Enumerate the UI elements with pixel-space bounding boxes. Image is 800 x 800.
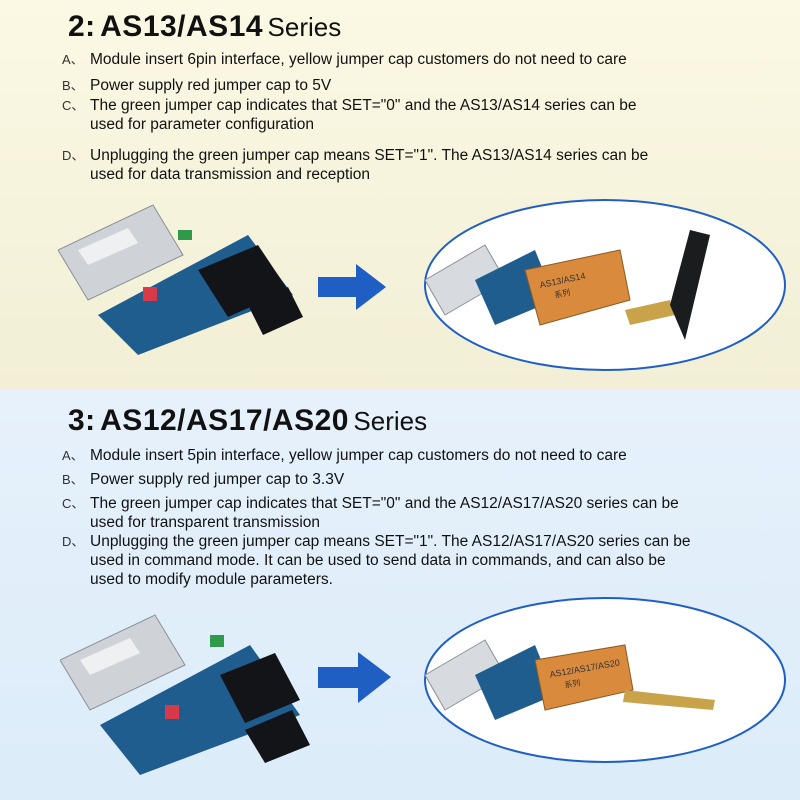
section2-item-b: B、Power supply red jumper cap to 3.3V xyxy=(62,471,345,488)
usb-adapter-with-module-1: AS13/AS14 系列 xyxy=(424,199,786,371)
arrow-right-icon xyxy=(318,652,391,703)
section2-item-a: A、Module insert 5pin interface, yellow j… xyxy=(62,447,627,464)
section1-item-a: A、Module insert 6pin interface, yellow j… xyxy=(62,51,627,68)
usb-adapter-board-1 xyxy=(58,204,303,355)
section1-item-d: D、Unplugging the green jumper cap means … xyxy=(62,147,649,183)
section2-title: 3: AS12/AS17/AS20 Series xyxy=(68,404,428,437)
svg-text:系列: 系列 xyxy=(564,677,581,690)
section1-title: 2: AS13/AS14 Series xyxy=(68,10,342,43)
section1-item-c: C、The green jumper cap indicates that SE… xyxy=(62,97,637,133)
usb-adapter-with-module-2: AS12/AS17/AS20 系列 xyxy=(424,597,786,763)
arrow-right-icon xyxy=(318,264,386,310)
section1-item-b: B、Power supply red jumper cap to 5V xyxy=(62,77,332,94)
section2-item-c: C、The green jumper cap indicates that SE… xyxy=(62,495,679,531)
section2-item-d: D、Unplugging the green jumper cap means … xyxy=(62,533,691,588)
svg-text:系列: 系列 xyxy=(553,287,571,300)
usb-adapter-board-2 xyxy=(60,614,310,775)
